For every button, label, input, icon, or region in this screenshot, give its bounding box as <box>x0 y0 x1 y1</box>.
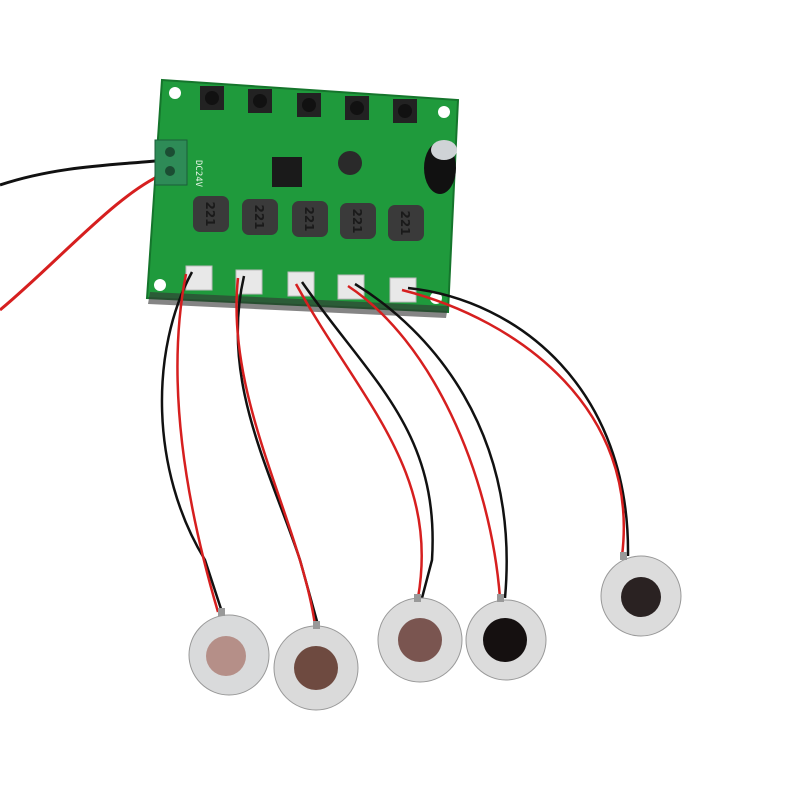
tact-buttons <box>200 86 417 123</box>
piezo-disc <box>465 594 547 681</box>
inductor-label: 221 <box>203 201 217 226</box>
piezo-disc <box>188 608 270 696</box>
inductor-label: 221 <box>252 204 266 229</box>
mount-hole <box>438 106 450 118</box>
mcu-chip <box>272 157 302 187</box>
inductor-label: 221 <box>398 210 412 235</box>
small-inductor <box>338 151 362 175</box>
piezo-disc <box>377 594 463 683</box>
output-wires <box>160 271 630 626</box>
piezo-disc <box>600 552 682 637</box>
terminal-block <box>154 139 188 186</box>
mount-hole <box>154 279 166 291</box>
inductor-label: 221 <box>302 206 316 231</box>
inductor-label: 221 <box>350 208 364 233</box>
silk-input-label: DC24V <box>193 160 203 188</box>
input-wire-red <box>0 170 169 312</box>
inductors: 221 221 221 221 221 <box>193 196 424 241</box>
pcb-board: DC24V 221 221 221 221 221 <box>145 78 460 318</box>
mount-hole <box>169 87 181 99</box>
input-wire-black <box>0 158 166 187</box>
piezo-disc <box>273 621 359 711</box>
